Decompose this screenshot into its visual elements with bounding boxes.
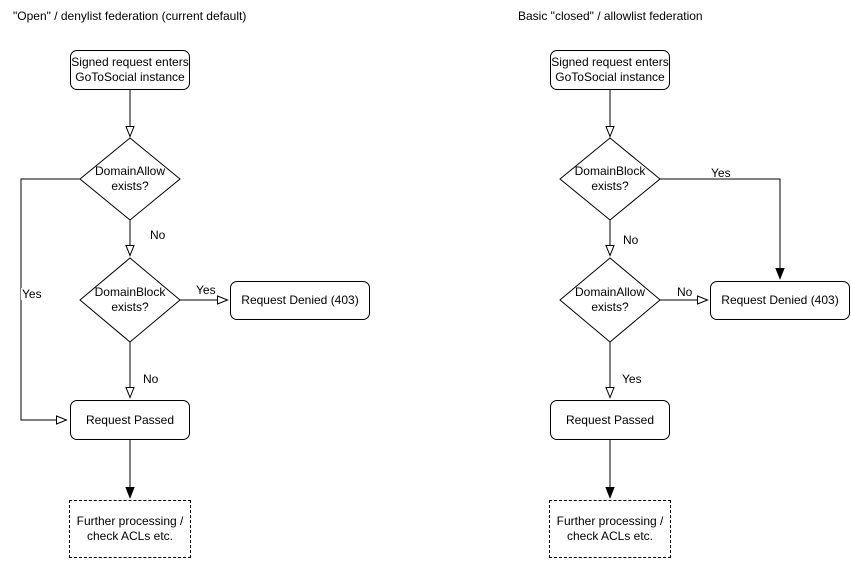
edge-label-no-right-decision2: No: [676, 285, 694, 299]
edge-label-yes-right-decision1: Yes: [711, 166, 731, 180]
diagram-title-left: "Open" / denylist federation (current de…: [13, 9, 247, 23]
edge-label-no-right-decision1: No: [622, 233, 640, 247]
edge-label-yes-right-decision2: Yes: [621, 372, 643, 386]
decision-diamond-domainblock-left: [79, 257, 181, 343]
node-start-left: Signed request enters GoToSocial instanc…: [70, 50, 190, 90]
edge-right-decision1-yes-to-denied: [660, 178, 785, 280]
node-start-right: Signed request enters GoToSocial instanc…: [550, 50, 670, 90]
node-request-denied-left: Request Denied (403): [230, 281, 370, 320]
decision-diamond-domainallow-right: [559, 257, 661, 343]
node-further-processing-right: Further processing / check ACLs etc.: [549, 500, 671, 558]
edge-label-no-left-decision1: No: [149, 228, 167, 242]
node-request-denied-right: Request Denied (403): [710, 281, 850, 320]
decision-diamond-domainallow-left: [79, 137, 181, 221]
edge-label-no-left-decision2: No: [142, 372, 160, 386]
edge-label-yes-left-decision2: Yes: [195, 283, 217, 297]
decision-diamond-domainblock-right: [559, 137, 661, 221]
node-request-passed-right: Request Passed: [550, 400, 670, 440]
node-request-passed-left: Request Passed: [70, 400, 190, 440]
diagram-title-right: Basic "closed" / allowlist federation: [518, 9, 703, 23]
edge-label-yes-left-branch: Yes: [21, 287, 43, 301]
node-further-processing-left: Further processing / check ACLs etc.: [69, 500, 191, 558]
